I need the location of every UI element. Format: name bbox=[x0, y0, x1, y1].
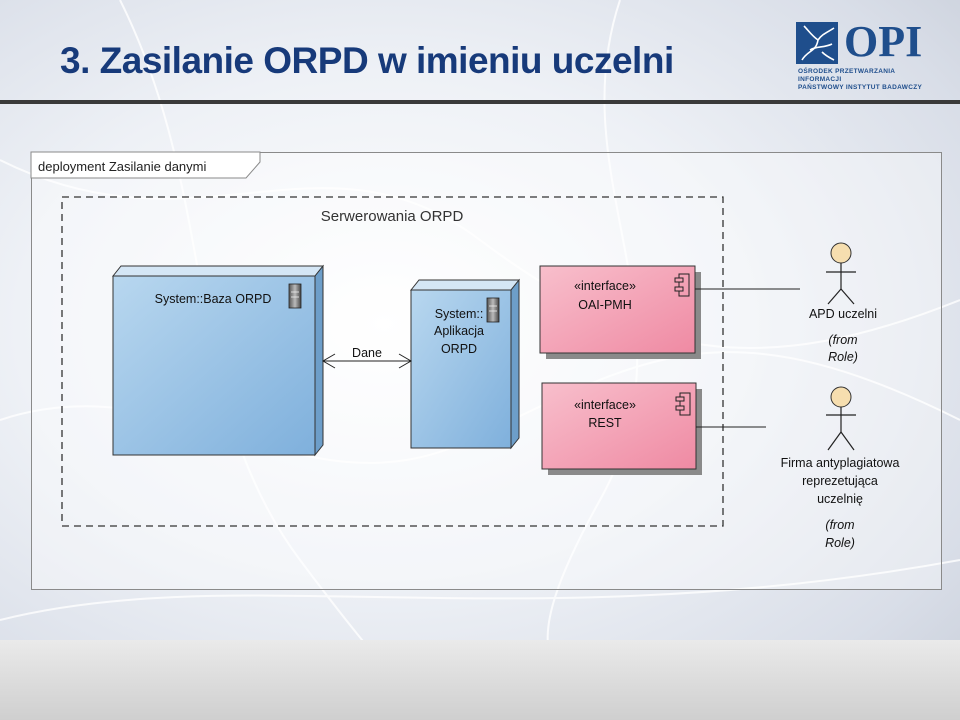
title-divider bbox=[0, 100, 960, 104]
page-title: 3. Zasilanie ORPD w imieniu uczelni bbox=[60, 40, 674, 81]
tree-logo-icon bbox=[796, 22, 838, 64]
footer-band bbox=[0, 640, 960, 720]
logo-wordmark: OPI bbox=[844, 17, 923, 66]
opi-logo: OPI OŚRODEK PRZETWARZANIA INFORMACJI PAŃ… bbox=[796, 17, 926, 91]
logo-subtitle-line2: PAŃSTWOWY INSTYTUT BADAWCZY bbox=[798, 84, 923, 91]
deployment-frame bbox=[31, 152, 942, 590]
logo-subtitle-line1: OŚRODEK PRZETWARZANIA INFORMACJI bbox=[798, 68, 896, 83]
logo-subtitle: OŚRODEK PRZETWARZANIA INFORMACJI PAŃSTWO… bbox=[798, 68, 928, 92]
